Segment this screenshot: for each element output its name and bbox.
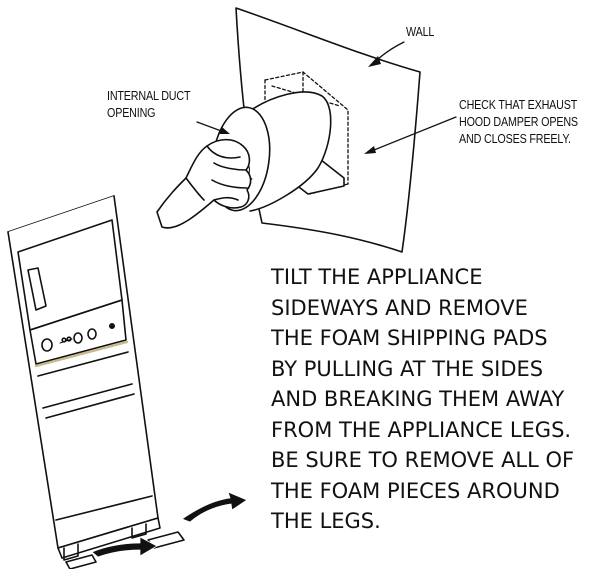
instruction-line: BE SURE TO REMOVE ALL OF xyxy=(271,448,575,472)
check-label-line3: AND CLOSES FREELY. xyxy=(459,132,571,146)
instruction-text: TILT THE APPLIANCE SIDEWAYS AND REMOVE T… xyxy=(271,262,593,537)
instruction-line: TILT THE APPLIANCE xyxy=(271,265,483,289)
instruction-line: THE FOAM PIECES AROUND xyxy=(271,478,560,503)
appliance xyxy=(7,195,185,569)
instruction-line: AND BREAKING THEM AWAY xyxy=(271,387,565,411)
gloved-hand xyxy=(156,138,252,229)
motion-arrows xyxy=(91,491,248,558)
wall-label: WALL xyxy=(406,24,434,41)
check-label-line2: HOOD DAMPER OPENS xyxy=(459,115,578,129)
instruction-line: THE LEGS. xyxy=(271,509,381,533)
curved-arrow-right xyxy=(181,491,248,523)
wall-label-text: WALL xyxy=(406,25,435,39)
instruction-line: THE FOAM SHIPPING PADS xyxy=(271,326,548,350)
duct-label-line1: INTERNAL DUCT xyxy=(107,89,191,103)
check-label-line1: CHECK THAT EXHAUST xyxy=(459,98,578,112)
duct-opening-label: INTERNAL DUCT OPENING xyxy=(107,88,191,122)
duct-label-line2: OPENING xyxy=(107,106,156,120)
leader-arrowheads xyxy=(218,56,381,154)
instruction-line: BY PULLING AT THE SIDES xyxy=(271,356,544,381)
instruction-line: SIDEWAYS AND REMOVE xyxy=(271,295,528,320)
curved-arrow-left xyxy=(91,536,158,558)
instruction-line: FROM THE APPLIANCE LEGS. xyxy=(271,417,572,442)
damper-check-label: CHECK THAT EXHAUST HOOD DAMPER OPENS AND… xyxy=(459,97,578,148)
